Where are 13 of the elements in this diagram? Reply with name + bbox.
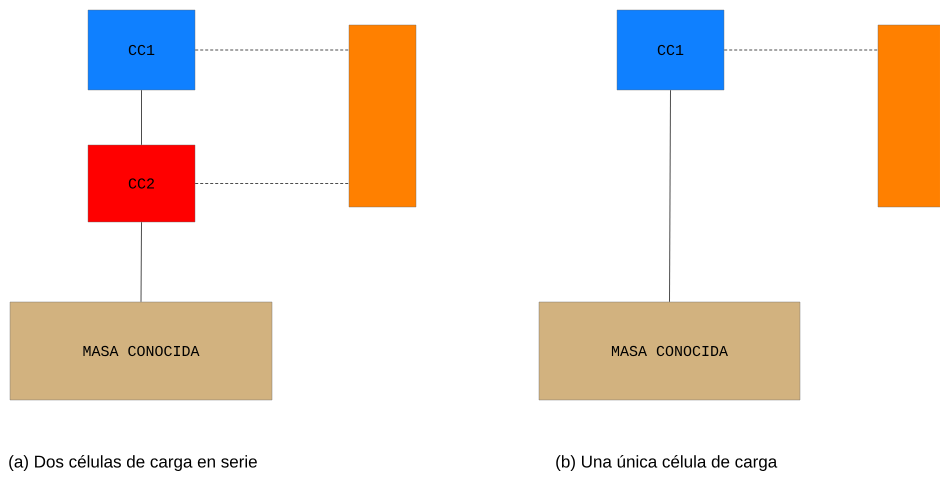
mass-box: MASA CONOCIDA	[538, 302, 800, 400]
caption: (a) Dos células de carga en serie	[9, 454, 257, 472]
mass-box: MASA CONOCIDA	[10, 302, 272, 400]
sensor-box: CC2	[88, 144, 196, 222]
connector-line	[140, 222, 142, 302]
device-box	[348, 24, 416, 208]
sensor-box: CC1	[616, 10, 724, 90]
sensor-box: CC1	[88, 10, 196, 90]
caption: (b) Una única célula de carga	[556, 454, 778, 472]
device-box	[878, 24, 940, 208]
connector-line	[669, 90, 671, 302]
connector-line	[194, 183, 350, 184]
connector-line	[141, 90, 142, 146]
